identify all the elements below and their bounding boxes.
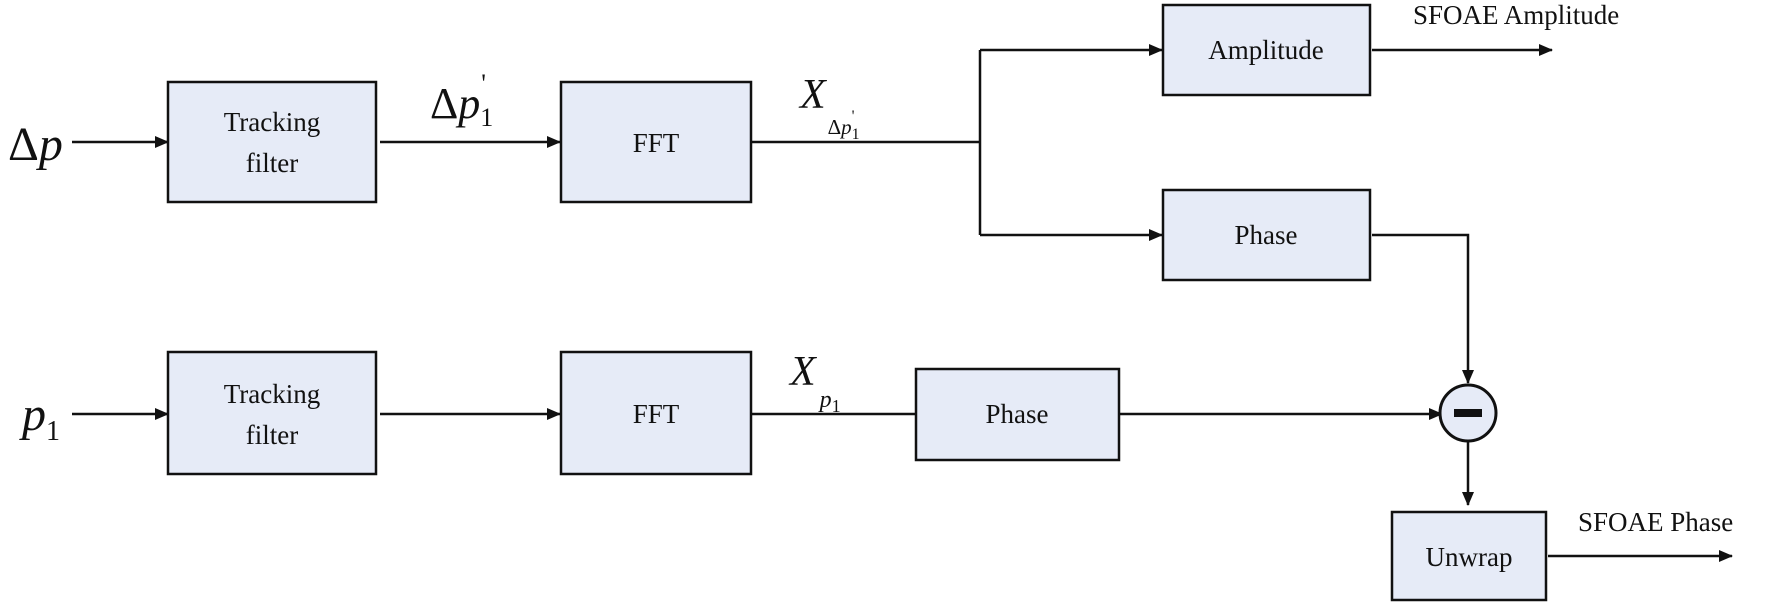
phase-1-label: Phase	[1235, 220, 1298, 250]
signal-delta-p1-prime: Δp1'	[430, 69, 493, 132]
phase-block-1: Phase	[1161, 188, 1372, 282]
fft-1-label: FFT	[633, 128, 680, 158]
connections	[72, 44, 1733, 562]
unwrap-label: Unwrap	[1426, 542, 1513, 572]
wire-phase-1-to-subtractor	[1372, 233, 1474, 384]
tracking-filter-2-line1: Tracking	[224, 379, 321, 409]
phase-block-2: Phase	[914, 367, 1121, 462]
amplitude-label: Amplitude	[1208, 35, 1324, 65]
output-sfoae-phase: SFOAE Phase	[1578, 507, 1733, 537]
signal-x-delta-p1-prime: XΔp1'	[798, 72, 860, 143]
input-delta-p: Δp	[8, 118, 63, 171]
output-sfoae-amplitude: SFOAE Amplitude	[1413, 0, 1619, 30]
minus-sign-icon	[1454, 409, 1482, 417]
amplitude-block: Amplitude	[1161, 3, 1372, 97]
subtractor-node	[1438, 383, 1498, 443]
input-p1: p1	[19, 388, 60, 447]
tracking-filter-1-line1: Tracking	[224, 107, 321, 137]
tracking-filter-block-2: Tracking filter	[166, 350, 378, 476]
signal-x-p1: Xp1	[788, 349, 841, 416]
unwrap-block: Unwrap	[1390, 510, 1548, 602]
tracking-filter-block-1: Tracking filter	[166, 80, 378, 204]
tracking-filter-1-line2: filter	[246, 148, 298, 178]
phase-2-label: Phase	[986, 399, 1049, 429]
fft-2-label: FFT	[633, 399, 680, 429]
fft-block-1: FFT	[559, 80, 753, 204]
tracking-filter-2-line2: filter	[246, 420, 298, 450]
fft-block-2: FFT	[559, 350, 753, 476]
